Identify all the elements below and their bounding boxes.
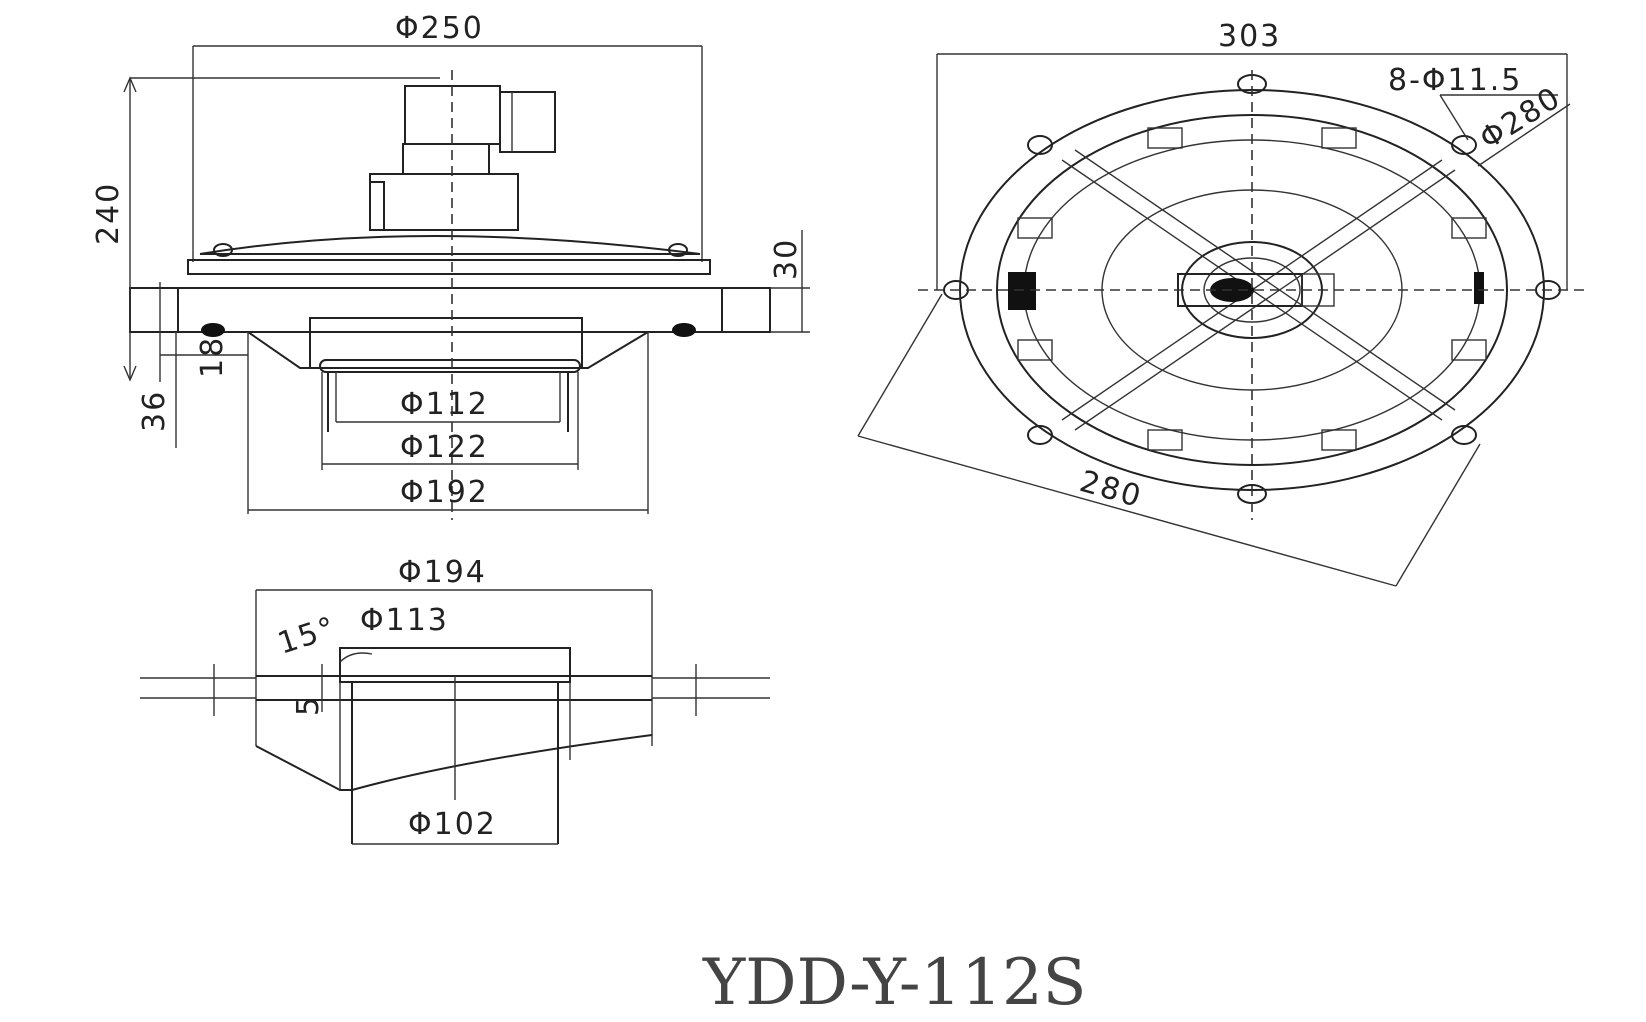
model-title: YDD-Y-112S: [702, 946, 1087, 1020]
side-height-240: 240: [91, 182, 126, 245]
top-holes-label: 8-Φ11.5: [1388, 63, 1522, 98]
side-height-18: 18: [195, 336, 230, 378]
outlet-angle-15: 15°: [274, 610, 341, 662]
outlet-diameter-194: Φ194: [398, 555, 487, 590]
outlet-height-5: 5: [291, 695, 326, 716]
side-diameter-192: Φ192: [400, 475, 489, 510]
side-view: [123, 45, 810, 520]
top-view: [857, 53, 1590, 587]
side-diameter-250: Φ250: [395, 11, 484, 46]
side-height-30: 30: [769, 238, 804, 280]
side-height-36: 36: [137, 390, 172, 432]
outlet-diameter-113: Φ113: [360, 603, 449, 638]
side-diameter-122: Φ122: [400, 430, 489, 465]
outlet-view: [140, 589, 770, 845]
top-width-303: 303: [1218, 19, 1281, 54]
outlet-diameter-102: Φ102: [408, 807, 497, 842]
side-diameter-112: Φ112: [400, 387, 489, 422]
top-width-280: 280: [1076, 464, 1146, 515]
